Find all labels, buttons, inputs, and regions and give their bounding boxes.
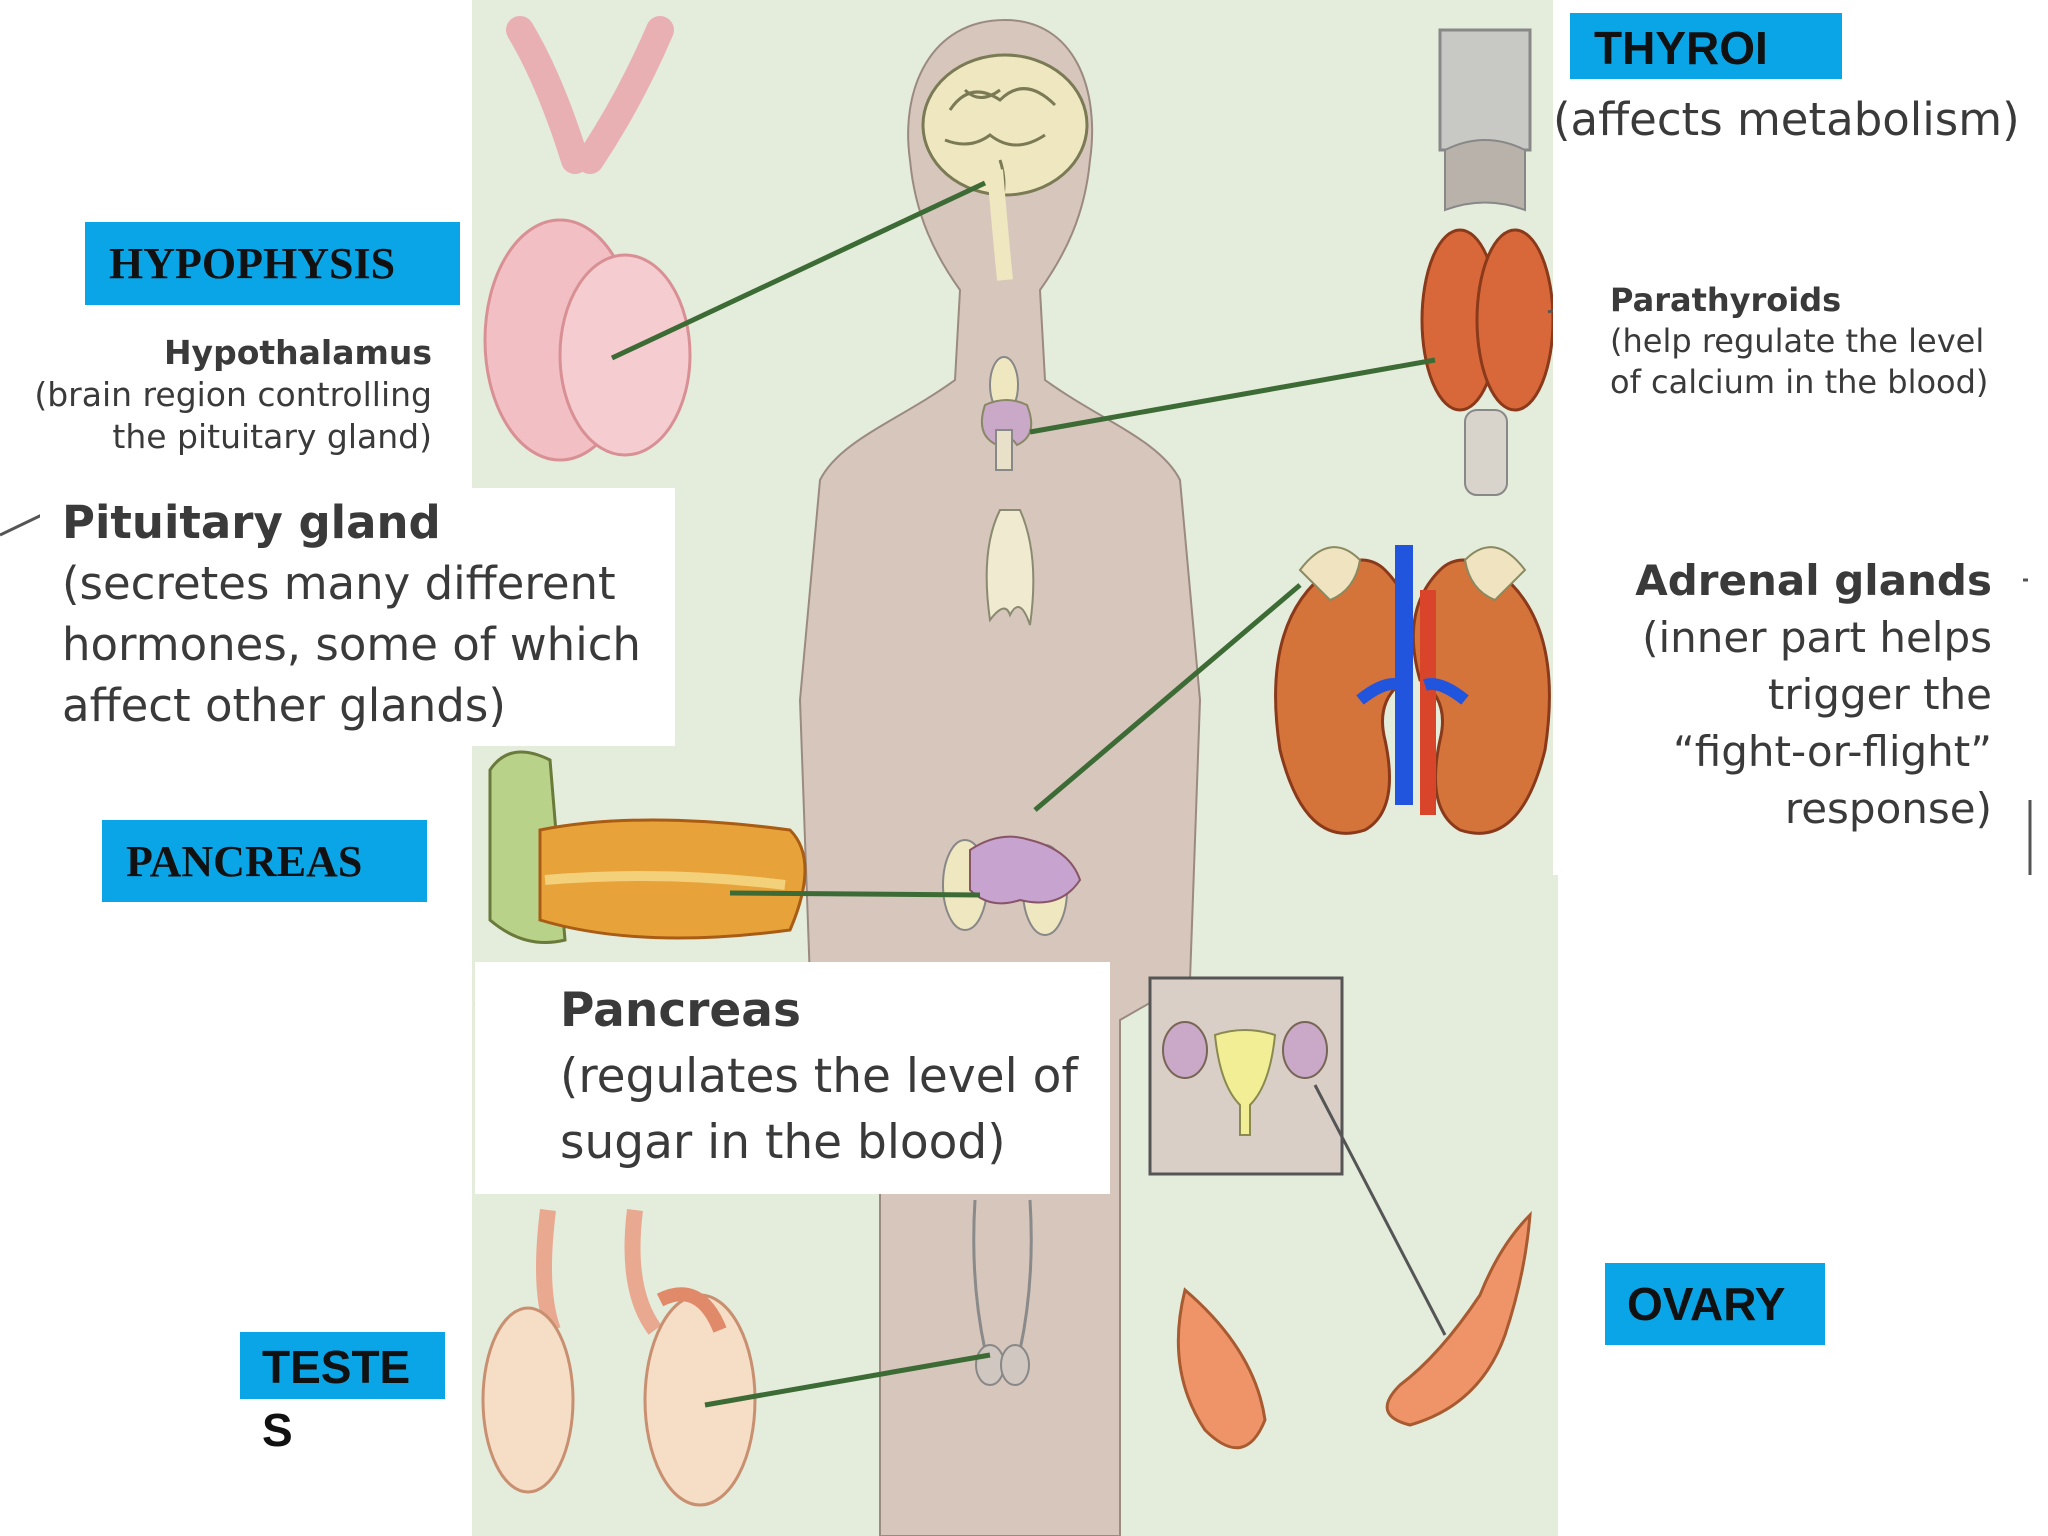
pancreas-desc-2: sugar in the blood) <box>560 1115 1006 1170</box>
label-bg-thyroid <box>1553 0 2048 545</box>
tag-pancreas: PANCREAS <box>102 820 427 902</box>
thyroid-desc: (affects metabolism) <box>1553 93 2020 146</box>
leader-pituitary <box>610 180 987 361</box>
thyroid-label: (affects metabolism) <box>1553 92 2048 147</box>
pituitary-desc-2: hormones, some of which <box>62 618 641 671</box>
pituitary-title: Pituitary gland <box>62 496 441 549</box>
parathyroids-label: Parathyroids (help regulate the level of… <box>1610 280 2040 403</box>
tag-testes-text-1: TESTE <box>262 1341 411 1393</box>
hypothalamus-label: Hypothalamus (brain region controlling t… <box>20 332 432 458</box>
adrenal-desc-1: (inner part helps <box>1642 613 1992 662</box>
pancreas-magnified <box>488 750 807 944</box>
ovaries-magnified <box>1176 1211 1532 1450</box>
pituitary-magnified <box>483 16 692 462</box>
tag-testes: TESTE <box>240 1332 445 1399</box>
leader-adrenal <box>1033 583 1302 812</box>
leader-pancreas <box>729 890 981 898</box>
brain-drawing <box>921 53 1089 281</box>
leader-testes <box>704 1352 991 1408</box>
parathyroids-desc-1: (help regulate the level <box>1610 322 1985 360</box>
testes-magnified <box>481 1209 757 1507</box>
kidneys-magnified <box>1274 545 1551 835</box>
leader-lines <box>610 180 1436 1408</box>
adrenal-title: Adrenal glands <box>1635 556 1992 605</box>
adrenal-label: Adrenal glands (inner part helps trigger… <box>1560 552 1992 837</box>
hypothalamus-desc-1: (brain region controlling <box>34 375 432 414</box>
thyroid-in-body <box>981 356 1033 471</box>
tag-testes-text-2: S <box>262 1404 293 1456</box>
parathyroids-desc-2: of calcium in the blood) <box>1610 363 1989 401</box>
label-bg-ovary-area <box>1558 875 2048 1536</box>
pituitary-desc-1: (secretes many different <box>62 557 616 610</box>
leader-thyroid <box>1029 357 1436 435</box>
adrenal-desc-3: “fight-or-flight” <box>1673 727 1992 776</box>
pancreas-label: Pancreas (regulates the level of sugar i… <box>560 978 1105 1176</box>
parathyroids-title: Parathyroids <box>1610 281 1842 319</box>
testes-in-body <box>972 1199 1033 1386</box>
pituitary-label: Pituitary gland (secretes many different… <box>62 492 672 736</box>
abdomen-glands <box>942 835 1082 936</box>
pituitary-desc-3: affect other glands) <box>62 679 506 732</box>
tag-hypophysis: HYPOPHYSIS <box>85 222 460 305</box>
adrenal-desc-4: response) <box>1784 784 1992 833</box>
tag-thyroid-text: THYROI <box>1594 22 1768 74</box>
label-bg-pituitary <box>40 488 675 746</box>
thymus-drawing <box>985 509 1035 626</box>
tag-ovary: OVARY <box>1605 1263 1825 1345</box>
tag-thyroid: THYROI <box>1570 13 1842 79</box>
pancreas-title: Pancreas <box>560 983 801 1038</box>
leader-ovary <box>1313 1084 1447 1336</box>
hypothalamus-title: Hypothalamus <box>163 333 432 372</box>
thyroid-magnified <box>1420 28 1555 496</box>
pancreas-desc-1: (regulates the level of <box>560 1049 1078 1104</box>
label-bg-adrenal <box>1553 545 2023 875</box>
label-bg-pancreas <box>475 962 1110 1194</box>
adrenal-desc-2: trigger the <box>1767 670 1992 719</box>
uterus-inset <box>1148 976 1344 1176</box>
tag-ovary-text: OVARY <box>1627 1278 1786 1330</box>
hypothalamus-desc-2: the pituitary gland) <box>112 417 432 456</box>
